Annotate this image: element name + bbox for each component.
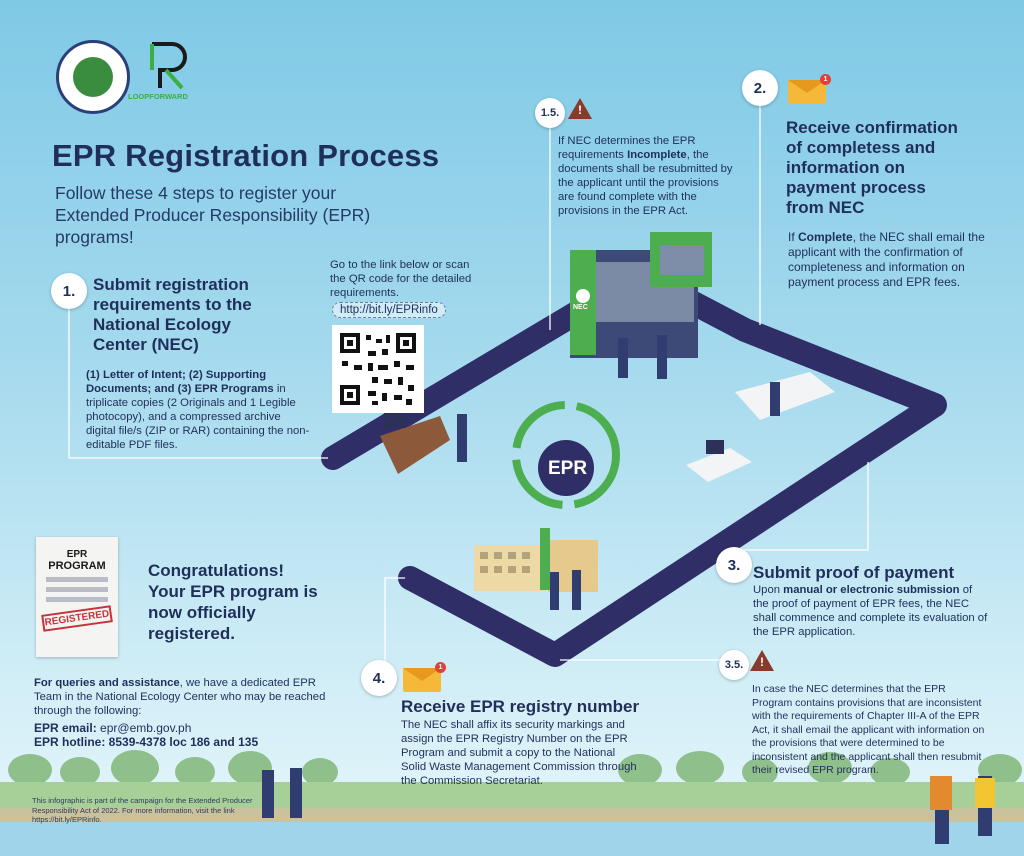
step-2-number: 2. <box>742 70 778 106</box>
nec-building-label: NEC <box>573 304 588 311</box>
step-3-number: 3. <box>716 547 752 583</box>
denr-seal-logo <box>56 40 130 114</box>
loopforward-logo <box>138 38 202 102</box>
step-1-number: 1. <box>51 273 87 309</box>
email-envelope-icon: 1 <box>788 74 831 104</box>
step-1-5-number: 1.5. <box>535 98 565 128</box>
epr-center-label: EPR <box>548 458 588 479</box>
step-1-description: (1) Letter of Intent; (2) Supporting Doc… <box>86 369 310 451</box>
step-3-title: Submit proof of payment <box>753 563 955 582</box>
step-2-title: Receive confirmation of completess and i… <box>786 118 958 217</box>
step-4-title: Receive EPR registry number <box>401 697 640 716</box>
step-2-description: If Complete, the NEC shall email the app… <box>788 230 985 289</box>
warning-icon: ! <box>750 650 774 672</box>
step-3-5-description: In case the NEC determines that the EPR … <box>752 683 985 776</box>
step-1-5-description: If NEC determines the EPR requirements I… <box>558 135 733 217</box>
registered-stamp: REGISTERED <box>41 605 113 632</box>
contact-email: EPR email: epr@emb.gov.ph <box>34 721 192 735</box>
footnote: This infographic is part of the campaign… <box>32 796 253 824</box>
loopforward-logo-text: LOOPFORWARD <box>128 92 188 101</box>
qr-code-icon <box>332 325 424 413</box>
page-subtitle: Follow these 4 steps to register your Ex… <box>55 183 371 247</box>
contact-intro: For queries and assistance, we have a de… <box>34 677 326 717</box>
step-1-title: Submit registration requirements to the … <box>93 275 252 354</box>
step-4-description: The NEC shall affix its security marking… <box>401 719 637 787</box>
step-4-number: 4. <box>361 660 397 696</box>
step-3-description: Upon manual or electronic submission of … <box>753 584 988 638</box>
contact-hotline: EPR hotline: 8539-4378 loc 186 and 135 <box>34 735 259 749</box>
email-envelope-icon: 1 <box>403 662 446 692</box>
step-3-5-number: 3.5. <box>719 650 749 680</box>
epr-program-certificate: EPR PROGRAM REGISTERED <box>36 537 118 657</box>
congratulations-message: Congratulations! Your EPR program is now… <box>148 561 318 643</box>
requirements-link[interactable]: http://bit.ly/EPRinfo <box>332 302 446 318</box>
qr-instructions: Go to the link below or scan the QR code… <box>330 259 472 299</box>
page-title: EPR Registration Process <box>52 138 440 173</box>
warning-icon: ! <box>568 98 592 120</box>
